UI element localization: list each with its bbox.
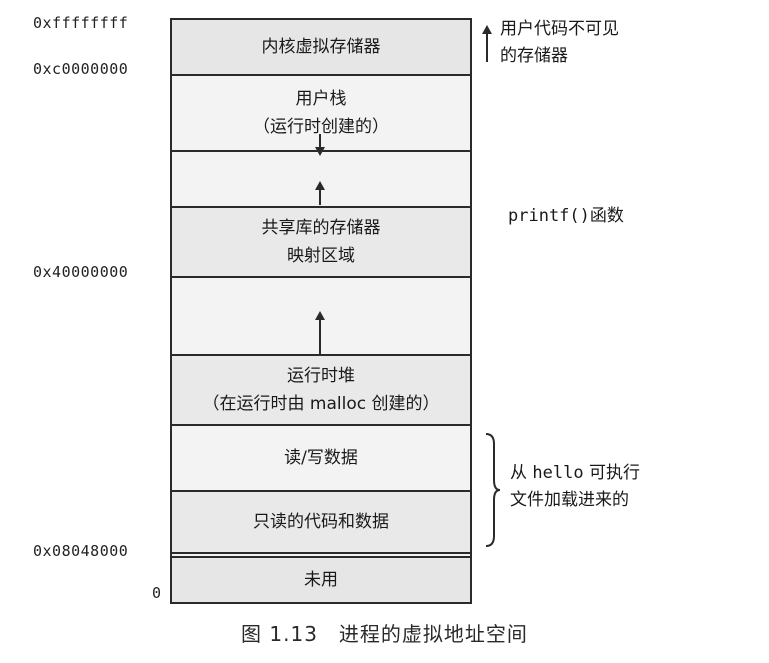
loaded-note-line1: 从 hello 可执行 (510, 460, 640, 487)
loaded-note-prefix: 从 (510, 463, 527, 483)
stack-grows-down-arrow-icon (315, 134, 325, 156)
address-shared-libs: 0x40000000 (33, 263, 129, 281)
loaded-note-line2: 文件加载进来的 (510, 490, 629, 510)
address-zero: 0 (152, 584, 162, 602)
segment-heap-sublabel: （在运行时由 malloc 创建的） (202, 394, 440, 414)
address-kernel-start: 0xc0000000 (33, 60, 129, 78)
executable-brace-icon (485, 433, 501, 547)
loaded-note-program: hello (532, 463, 584, 483)
segment-read-write-data: 读/写数据 (172, 426, 470, 492)
segment-kernel-label: 内核虚拟存储器 (261, 37, 381, 57)
address-top: 0xffffffff (33, 14, 129, 32)
segment-heap-label: 运行时堆 (287, 366, 355, 386)
invisible-memory-up-arrow-icon (482, 25, 492, 62)
segment-ro-label: 只读的代码和数据 (253, 512, 389, 532)
segment-read-only-code: 只读的代码和数据 (172, 492, 470, 554)
loaded-from-executable-note: 从 hello 可执行 文件加载进来的 (510, 460, 640, 514)
invisible-memory-note-line2: 的存储器 (500, 46, 568, 66)
segment-unused: 未用 (172, 558, 470, 602)
segment-shared-label: 共享库的存储器 (261, 218, 381, 238)
segment-shared-libraries: 共享库的存储器 映射区域 (172, 208, 470, 278)
invisible-memory-note-line1: 用户代码不可见 (500, 19, 619, 39)
segment-shared-sublabel: 映射区域 (287, 246, 355, 266)
address-program-start: 0x08048000 (33, 542, 129, 560)
printf-note: printf()函数 (508, 203, 624, 230)
segment-user-stack-label: 用户栈 (295, 89, 347, 109)
segment-runtime-heap: 运行时堆 （在运行时由 malloc 创建的） (172, 356, 470, 426)
segment-user-stack-sublabel: （运行时创建的） (253, 117, 389, 137)
figure-caption: 图 1.13 进程的虚拟地址空间 (241, 622, 528, 646)
shared-grows-up-arrow-icon (315, 181, 325, 205)
segment-kernel-memory: 内核虚拟存储器 (172, 20, 470, 76)
loaded-note-suffix: 可执行 (589, 463, 640, 483)
segment-unused-label: 未用 (304, 570, 338, 590)
segment-rw-label: 读/写数据 (284, 448, 358, 468)
invisible-memory-note: 用户代码不可见 的存储器 (500, 16, 619, 70)
segment-unused-spacer (172, 554, 470, 558)
printf-note-text: printf()函数 (508, 206, 624, 226)
heap-grows-up-arrow-icon (315, 311, 325, 354)
